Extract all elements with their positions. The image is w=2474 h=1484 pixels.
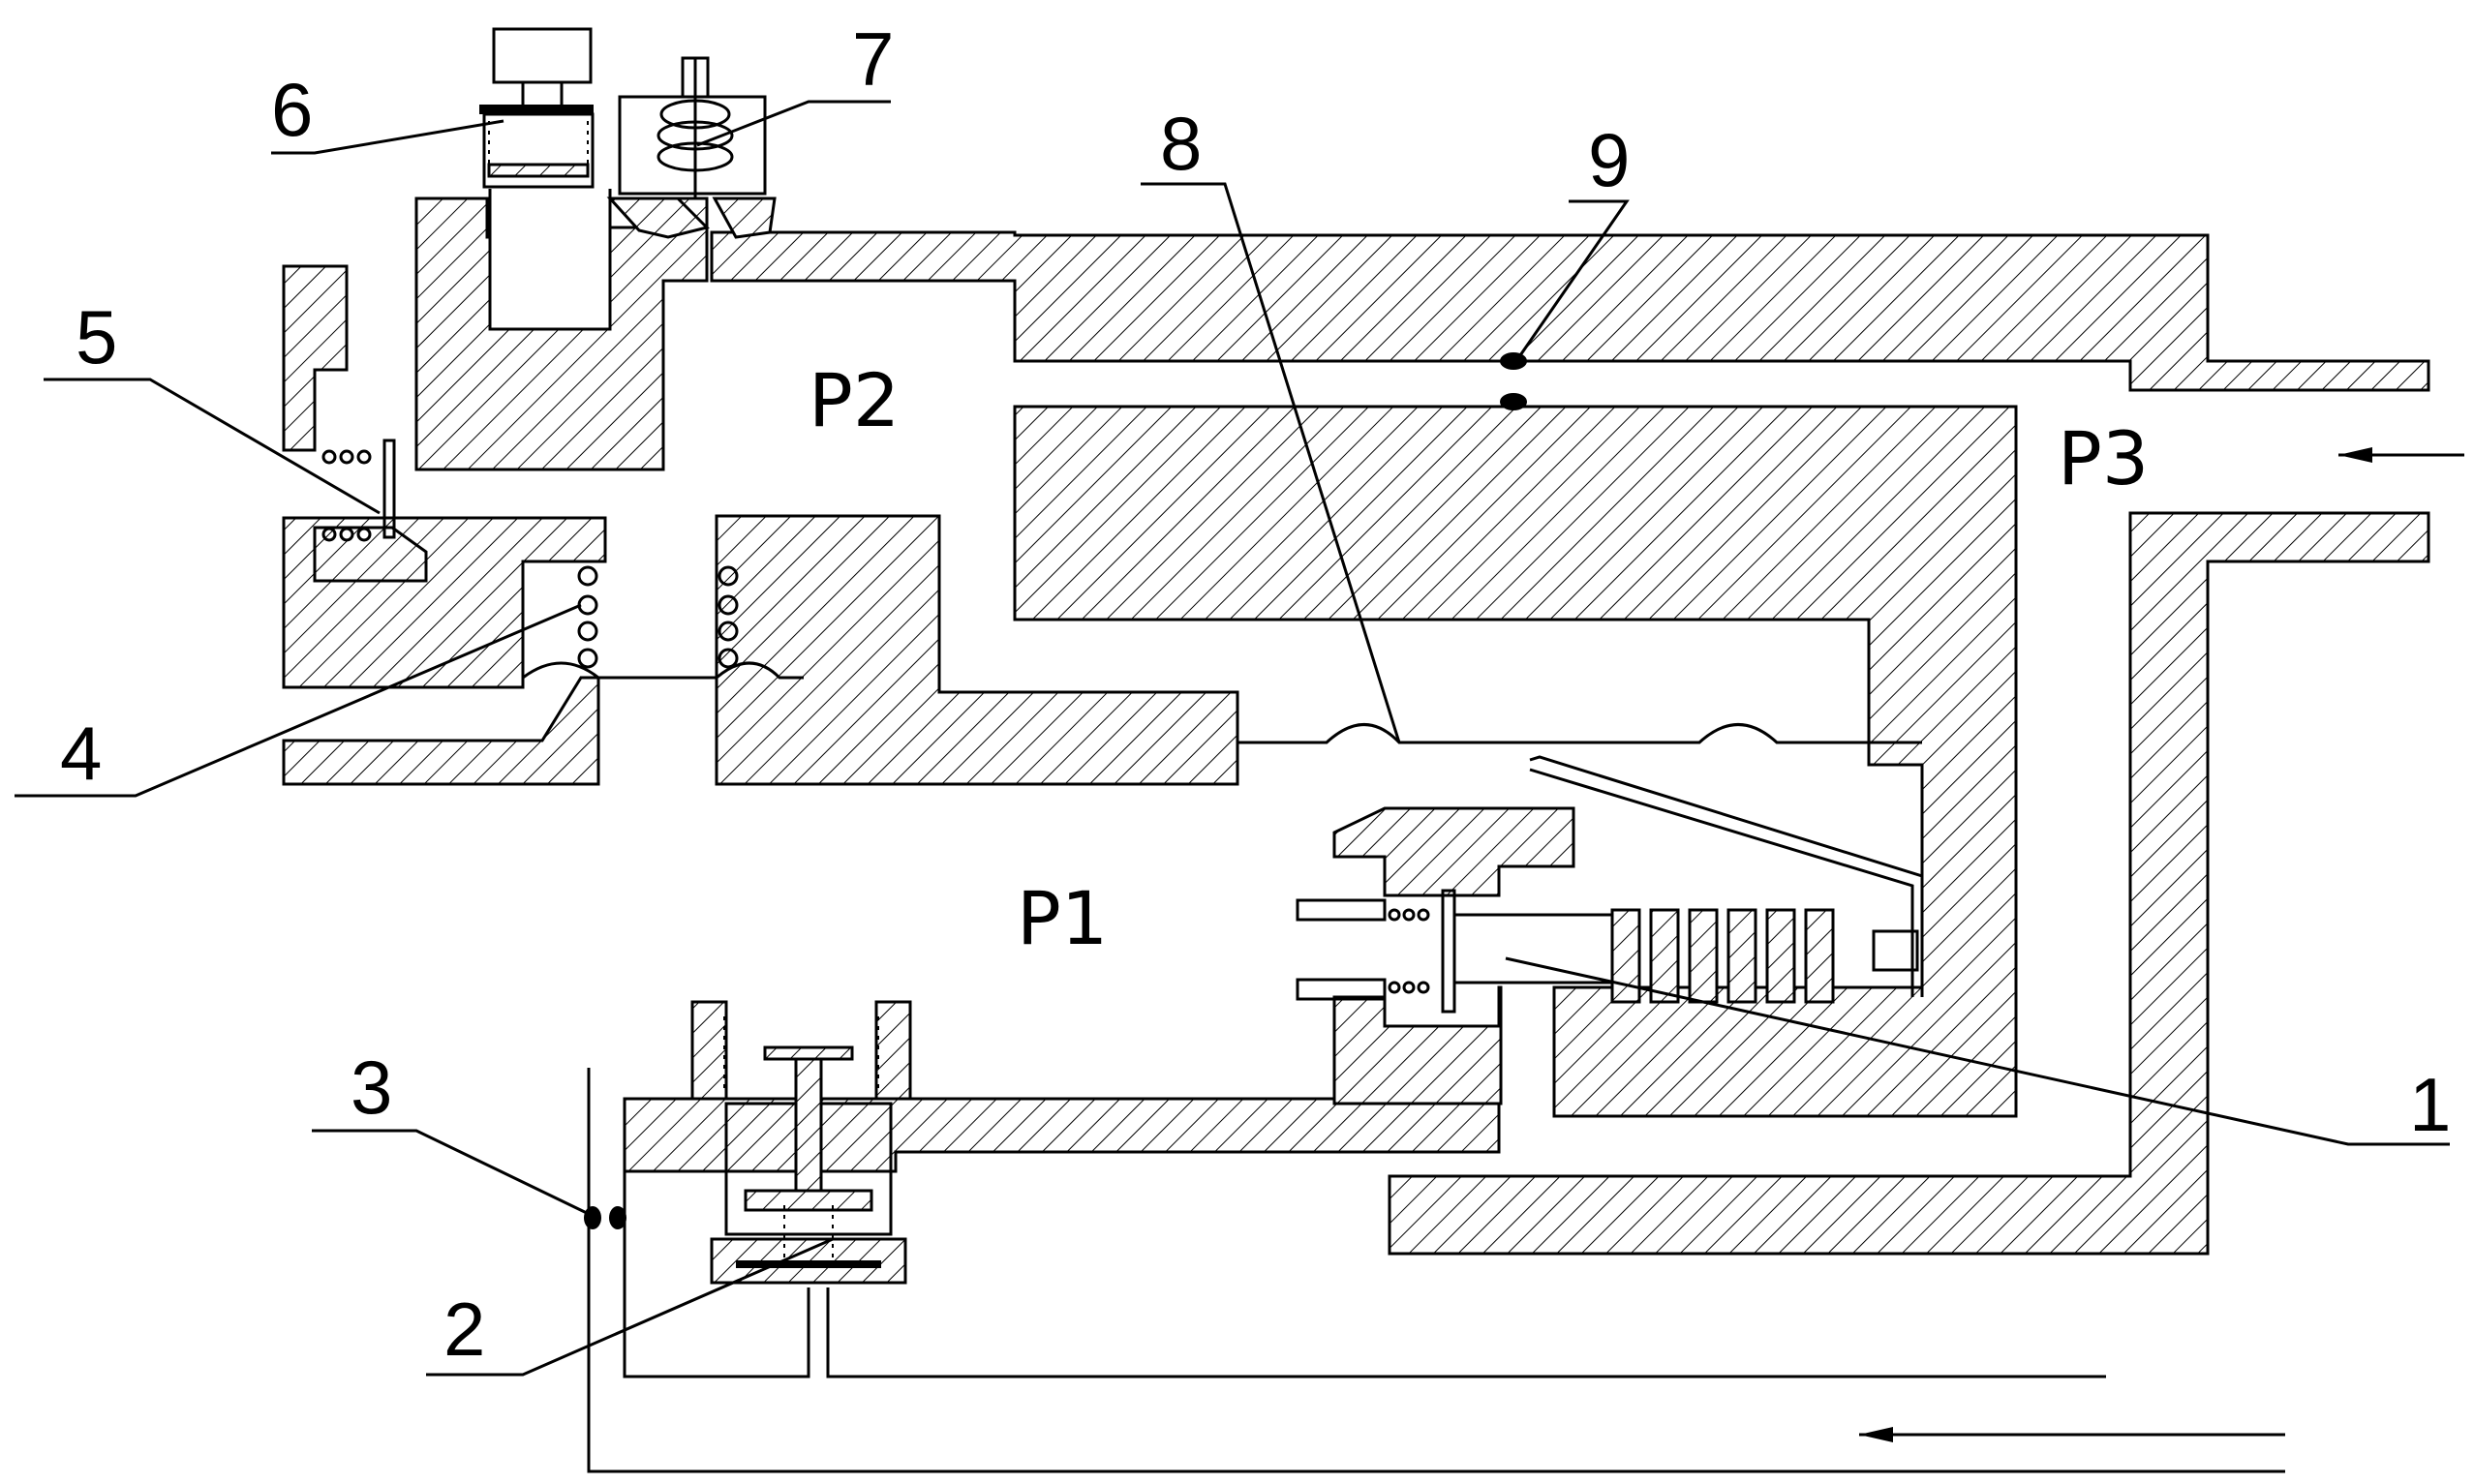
diaphragm-4 xyxy=(522,661,804,680)
callout-8: 8 xyxy=(1160,101,1202,186)
feed-line-inner-2 xyxy=(826,1287,2106,1378)
component-2-valve xyxy=(690,1000,912,1285)
inlet-nozzle-bottom xyxy=(1296,978,1387,1001)
valve-2-piston xyxy=(744,1189,873,1212)
leader-lines xyxy=(15,100,2450,1377)
callout-7: 7 xyxy=(852,16,894,102)
label-p1: P1 xyxy=(1017,875,1108,961)
plunger-disc xyxy=(1441,889,1456,1014)
arrow-bottom-head xyxy=(1859,1427,1893,1442)
leader-6 xyxy=(271,119,504,155)
cap-knob xyxy=(492,27,593,84)
callout-5: 5 xyxy=(76,294,117,379)
arrow-p3-head xyxy=(2338,447,2372,463)
marker-3-right xyxy=(609,1206,626,1229)
port-7-seat-right xyxy=(712,197,777,239)
label-p3: P3 xyxy=(2058,415,2149,501)
leader-1 xyxy=(1505,956,2450,1146)
marker-9-bottom xyxy=(1500,393,1527,410)
callout-6: 6 xyxy=(271,67,313,152)
marker-9-top xyxy=(1500,352,1527,370)
feed-line-inner xyxy=(623,1171,810,1378)
plunger-tip xyxy=(1872,929,1919,972)
bellows-housing xyxy=(618,95,767,196)
bellows-top xyxy=(681,56,710,99)
top-wall xyxy=(710,230,2430,392)
inlet-nozzle-top xyxy=(1296,898,1387,922)
valve-5-stem xyxy=(382,439,396,539)
leader-5 xyxy=(44,378,381,515)
component-5-valve xyxy=(321,439,396,542)
leader-3 xyxy=(312,1129,592,1217)
left-bottom-block xyxy=(282,676,600,786)
callout-2: 2 xyxy=(443,1287,485,1372)
plunger-spring xyxy=(1388,908,1430,994)
cap-body xyxy=(482,112,595,189)
component-1-plunger xyxy=(1296,889,1919,1014)
component-6-cap xyxy=(479,27,595,189)
callout-4: 4 xyxy=(60,711,102,796)
middle-lower-block xyxy=(715,514,1239,786)
outer-lower-wall xyxy=(1388,511,2430,1256)
label-p2: P2 xyxy=(809,357,900,443)
port-7-seat xyxy=(606,197,710,239)
lever-arm xyxy=(1529,755,1924,997)
marker-3-left xyxy=(584,1206,601,1229)
plunger-fins xyxy=(1610,908,1835,1004)
p2-upper-block xyxy=(414,197,709,471)
passage-lines xyxy=(488,189,2285,1473)
valve-2-seal xyxy=(736,1260,881,1268)
lever-arm-inner xyxy=(1529,768,1914,997)
component-7-bellows xyxy=(618,56,767,198)
valve-5-spring-bottom xyxy=(321,527,372,542)
cap-plate xyxy=(479,105,594,114)
flow-arrows xyxy=(1859,447,2464,1442)
feed-line-outer xyxy=(587,1068,2285,1473)
cap-seal xyxy=(487,163,590,178)
callout-9: 9 xyxy=(1588,117,1630,202)
valve-5-spring-top xyxy=(321,449,372,465)
callout-1: 1 xyxy=(2409,1062,2451,1147)
component-4-springs xyxy=(577,565,739,669)
valve-body-upper xyxy=(1332,806,1575,897)
left-vertical-block xyxy=(282,264,349,452)
valve-2-post-right xyxy=(874,1000,912,1101)
lower-channel-wall xyxy=(623,1097,1501,1173)
leader-2 xyxy=(426,1237,834,1377)
valve-body-lower xyxy=(1332,985,1503,1105)
valve-seat-5 xyxy=(313,526,428,583)
cap-stem xyxy=(521,80,564,108)
diaphragm-8 xyxy=(1237,723,1922,744)
valve-2-stem xyxy=(794,1045,823,1204)
plunger-rod xyxy=(1452,913,1626,984)
valve-2-stem-head xyxy=(763,1045,854,1061)
callout-3: 3 xyxy=(351,1045,392,1130)
leader-4 xyxy=(15,603,582,798)
leader-8 xyxy=(1141,182,1401,743)
leader-9 xyxy=(1516,199,1630,359)
valve-2-post-left xyxy=(690,1000,728,1101)
leader-7 xyxy=(696,100,891,147)
port-6-housing xyxy=(488,189,612,331)
